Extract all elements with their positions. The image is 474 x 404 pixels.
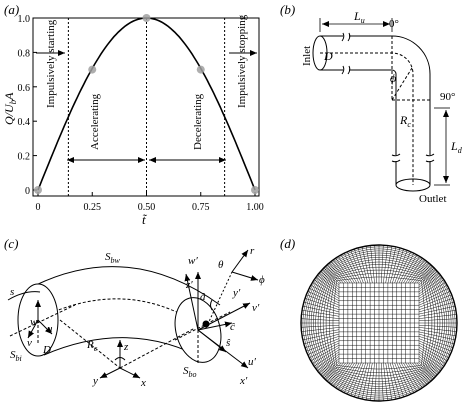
- x-tick-label-0: 0: [36, 202, 41, 213]
- x-tick-label-1: 0.25: [84, 202, 102, 213]
- c-z: z: [123, 341, 129, 353]
- phase-label-decelerating: Decelerating: [192, 93, 204, 150]
- bend-pipe: [312, 32, 435, 192]
- c-phi: ϕ: [259, 274, 265, 286]
- c-sbo: Sbo: [183, 365, 197, 379]
- c-yp: y′: [232, 287, 241, 299]
- c-a: â: [200, 291, 206, 303]
- angle-0-label: 0°: [389, 18, 399, 30]
- panel-b-dimensions: [319, 18, 450, 186]
- c-c: ĉ: [230, 321, 235, 333]
- c-y: y: [92, 375, 98, 387]
- mesh-lines: [301, 245, 457, 401]
- c-x: x: [140, 377, 146, 389]
- y-tick-label-0: 0: [25, 186, 30, 197]
- cross-section-mesh: [300, 244, 458, 402]
- angle-90-label: 90°: [440, 91, 455, 103]
- c-zp: z′: [185, 279, 193, 291]
- c-d: D: [42, 344, 51, 356]
- y-ticks: 0 0.2 0.4 0.6 0.8 1.0: [18, 14, 37, 197]
- x-ticks: 0 0.25 0.50 0.75 1.00: [36, 192, 264, 213]
- c-svec: ŝ: [226, 337, 231, 349]
- c-vp: v′: [252, 302, 260, 314]
- diameter-label: D: [323, 49, 333, 63]
- lu-label: Lu: [353, 9, 365, 25]
- c-xp: x′: [239, 375, 248, 387]
- curve-markers: [34, 14, 259, 194]
- x-axis-label: t̃: [142, 212, 148, 227]
- c-u: u: [47, 323, 53, 335]
- y-tick-label-5: 1.0: [18, 14, 31, 25]
- c-up: u′: [248, 356, 257, 368]
- y-tick-label-4: 0.8: [18, 48, 31, 59]
- curve-marker-4: [251, 186, 259, 194]
- c-v: v: [27, 337, 32, 349]
- curve-marker-0: [34, 186, 42, 194]
- c-s: s: [10, 286, 14, 298]
- c-sbi: Sbi: [10, 349, 22, 363]
- curve-marker-1: [88, 65, 97, 74]
- curve-marker-3: [196, 65, 205, 74]
- phase-label-impulsively-stopping: Impulsively stopping: [236, 14, 248, 108]
- phase-arrows: [36, 50, 257, 163]
- ld-label: Ld: [450, 139, 463, 155]
- y-tick-label-3: 0.6: [18, 83, 31, 94]
- rc-label: Rc: [399, 113, 411, 129]
- x-tick-label-3: 0.75: [192, 202, 210, 213]
- c-r: r: [250, 245, 255, 257]
- curve-marker-2: [142, 14, 151, 22]
- phase-label-accelerating: Accelerating: [89, 93, 101, 150]
- y-tick-label-2: 0.4: [18, 117, 31, 128]
- bend-section-diagram: [7, 249, 259, 379]
- y-axis-label: Q/UbA: [2, 92, 18, 125]
- c-rc: Rc: [86, 339, 98, 353]
- panel-b-label: (b): [280, 2, 295, 17]
- inlet-label: Inlet: [301, 46, 313, 66]
- outlet-label: Outlet: [419, 193, 447, 205]
- panel-d-label: (d): [280, 236, 295, 251]
- phase-boundaries: [67, 18, 226, 196]
- c-theta: θ: [218, 259, 224, 271]
- x-tick-label-4: 1.00: [246, 202, 264, 213]
- c-sbw: Sbw: [105, 251, 121, 265]
- phase-label-impulsively-starting: Impulsively starting: [45, 19, 57, 108]
- phi-label: ϕ: [390, 71, 396, 85]
- c-wp: w′: [188, 255, 198, 267]
- panel-a-label: (a): [4, 2, 19, 17]
- y-tick-label-1: 0.2: [18, 152, 31, 163]
- panel-c-label: (c): [4, 236, 18, 251]
- x-tick-label-2: 0.50: [138, 202, 156, 213]
- c-w: w: [30, 316, 38, 328]
